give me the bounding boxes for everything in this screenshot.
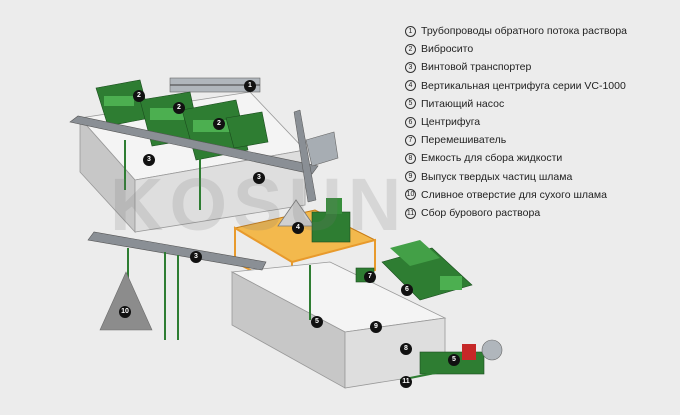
legend-item: 7 Перемешиватель	[405, 131, 627, 149]
feed-pump	[419, 339, 503, 375]
callout-marker: 1	[244, 80, 256, 92]
legend-item: 11 Сбор бурового раствора	[405, 204, 627, 222]
callout-marker: 2	[213, 118, 225, 130]
legend-number: 2	[405, 43, 416, 55]
legend-label: Емкость для сбора жидкости	[421, 152, 563, 165]
callout-marker: 9	[370, 321, 382, 333]
callout-marker: 2	[173, 102, 185, 114]
callout-marker: 11	[400, 376, 412, 388]
legend-item: 9 Выпуск твердых частиц шлама	[405, 168, 627, 186]
callout-marker: 3	[143, 154, 155, 166]
vertical-centrifuge-body	[311, 211, 351, 243]
legend-label: Сливное отверстие для сухого шлама	[421, 188, 607, 201]
legend-number: 9	[405, 171, 416, 183]
legend-label: Вибросито	[421, 43, 474, 56]
inclined-conveyor	[293, 109, 317, 203]
legend-item: 6 Центрифуга	[405, 113, 627, 131]
legend-number: 10	[405, 189, 416, 201]
legend-label: Выпуск твердых частиц шлама	[421, 170, 573, 183]
dry-cuttings-pile	[99, 271, 153, 331]
legend-number: 6	[405, 116, 416, 128]
legend-item: 10 Сливное отверстие для сухого шлама	[405, 186, 627, 204]
callout-marker: 3	[190, 251, 202, 263]
legend-label: Сбор бурового раствора	[421, 207, 541, 220]
legend-label: Винтовой транспортер	[421, 61, 532, 74]
callout-marker: 8	[400, 343, 412, 355]
legend-item: 3 Винтовой транспортер	[405, 58, 627, 76]
callout-marker: 5	[448, 354, 460, 366]
legend-number: 1	[405, 25, 416, 37]
legend-label: Перемешиватель	[421, 134, 507, 147]
legend-label: Питающий насос	[421, 97, 505, 110]
legend-label: Центрифуга	[421, 116, 481, 129]
callout-marker: 3	[253, 172, 265, 184]
legend-item: 4 Вертикальная центрифуга серии VC-1000	[405, 77, 627, 95]
callout-marker: 5	[311, 316, 323, 328]
legend-number: 4	[405, 80, 416, 92]
callout-marker: 7	[364, 271, 376, 283]
legend-number: 8	[405, 153, 416, 165]
upper-screw-conveyor	[69, 115, 319, 175]
legend-number: 3	[405, 62, 416, 73]
legend-label: Трубопроводы обратного потока раствора	[421, 25, 628, 37]
callout-marker: 4	[292, 222, 304, 234]
legend-number: 5	[405, 98, 416, 110]
legend-number: 7	[405, 134, 416, 146]
callout-marker: 6	[401, 284, 413, 296]
decanter-centrifuge	[381, 240, 473, 301]
legend-item: 2 Вибросито	[405, 40, 627, 58]
legend-item: 1 Трубопроводы обратного потока раствора	[405, 22, 627, 40]
callout-marker: 10	[119, 306, 131, 318]
vertical-centrifuge-motor	[326, 198, 342, 214]
legend-item: 5 Питающий насос	[405, 95, 627, 113]
shale-shaker-4	[225, 111, 269, 149]
legend-number: 11	[405, 207, 416, 219]
legend-item: 8 Емкость для сбора жидкости	[405, 149, 627, 167]
callout-marker: 2	[133, 90, 145, 102]
lower-screw-conveyor	[87, 231, 267, 271]
legend-label: Вертикальная центрифуга серии VC-1000	[421, 79, 626, 92]
conveyor-head	[305, 131, 339, 167]
